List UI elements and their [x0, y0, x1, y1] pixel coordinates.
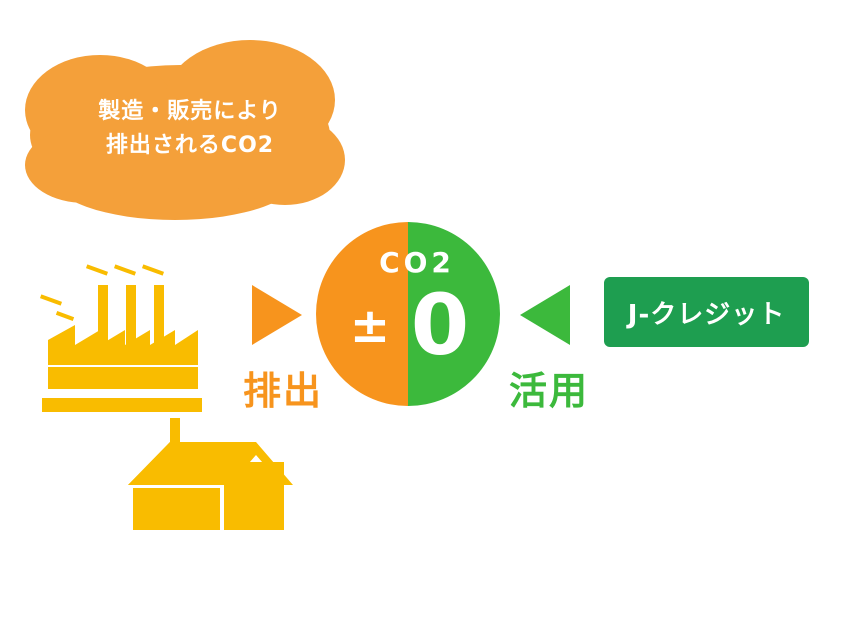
circle-plus-minus: ±	[349, 298, 391, 354]
emission-arrow-icon	[252, 285, 302, 345]
emission-label: 排出	[243, 369, 324, 413]
jcredit-badge: J-クレジット	[604, 277, 809, 347]
utilize-label: 活用	[509, 369, 590, 413]
circle-co2-label: CO2	[379, 246, 455, 279]
utilize-arrow-icon	[520, 285, 570, 345]
jcredit-label: J-クレジット	[627, 299, 786, 330]
cloud-line-2: 排出されるCO2	[105, 133, 275, 158]
cloud-line-1: 製造・販売により	[98, 99, 282, 124]
circle-zero: 0	[410, 276, 470, 374]
